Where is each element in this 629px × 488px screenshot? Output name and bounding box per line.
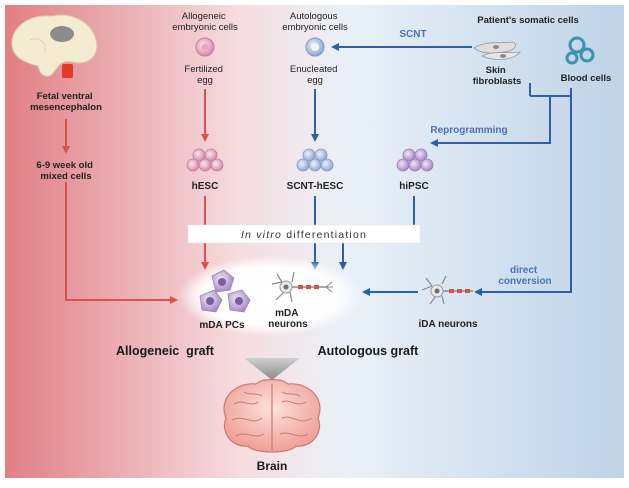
blood-cells-icon [565, 36, 595, 65]
arrow-somatic-to-hipsc [430, 96, 551, 147]
allogeneic-graft-label: Allogeneic graft [116, 344, 215, 358]
ida-neurons-label: iDA neurons [418, 319, 478, 330]
allogeneic-embryonic-label: Allogeneic embryonic cells [172, 11, 238, 33]
ida-neuron-icon [421, 275, 473, 305]
blood-cells-label: Blood cells [561, 73, 612, 84]
in-vitro-banner [187, 224, 421, 244]
hipsc-label: hiPSC [399, 181, 428, 192]
fetal-vm-label: Fetal ventral mesencephalon [30, 91, 102, 113]
skin-fibroblasts-icon [473, 41, 521, 60]
hipsc-cluster-icon [396, 148, 434, 172]
scnt-hesc-cluster-icon [296, 148, 334, 172]
skin-fibroblasts-label: Skin fibroblasts [473, 65, 522, 87]
scnt-hesc-label: SCNT-hESC [287, 181, 344, 192]
hesc-label: hESC [192, 181, 219, 192]
patient-somatic-label: Patient's somatic cells [477, 15, 579, 26]
arrow-mixed-to-graft [65, 182, 178, 304]
enucleated-egg-label: Enucleated egg [290, 64, 340, 86]
brain-label: Brain [257, 459, 288, 473]
mda-neurons-label: mDA neurons [268, 308, 308, 330]
arrow-somatic-to-ida [474, 96, 572, 296]
autologous-graft-label: Autologous graft [318, 344, 420, 358]
mixed-cells-label: 6-9 week old mixed cells [36, 160, 95, 182]
reprogramming-label: Reprogramming [430, 125, 507, 136]
fetal-brain-icon [11, 14, 98, 77]
mda-pcs-cluster-icon [199, 269, 251, 313]
enucleated-egg-icon [305, 37, 325, 57]
tissue-piece-icon [62, 64, 73, 78]
mda-neuron-icon [271, 271, 333, 303]
scnt-label: SCNT [399, 29, 426, 40]
mda-pcs-label: mDA PCs [199, 320, 245, 331]
autologous-embryonic-label: Autologous embryonic cells [282, 11, 348, 33]
brain-icon [223, 378, 321, 453]
fertilized-egg-label: Fertilized egg [184, 64, 225, 86]
fertilized-egg-icon [195, 37, 215, 57]
down-arrow-icon [244, 358, 300, 380]
hesc-cluster-icon [186, 148, 224, 172]
in-vitro-label: In vitro differentiation [241, 229, 367, 241]
direct-conversion-label: direct conversion [498, 265, 551, 287]
